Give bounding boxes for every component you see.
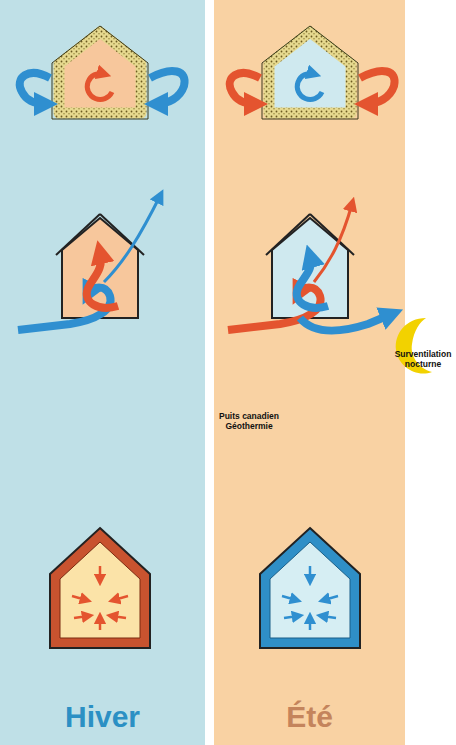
note-label: Puits canadien Géothermie xyxy=(212,412,286,432)
ventilated-house-winter xyxy=(18,196,160,330)
season-title: Été xyxy=(286,700,333,733)
note-label: Surventilation nocturne xyxy=(392,350,454,370)
inertia-house-winter xyxy=(50,528,150,648)
insulated-house-summer xyxy=(230,26,395,119)
ventilated-house-summer xyxy=(228,204,432,374)
insulated-house-winter xyxy=(20,26,185,119)
season-title: Hiver xyxy=(65,700,140,733)
inertia-house-summer xyxy=(260,528,360,648)
